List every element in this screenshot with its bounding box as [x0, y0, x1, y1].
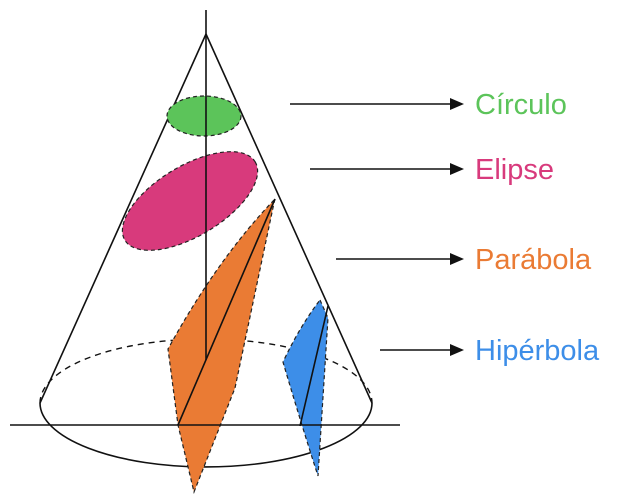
arrow-parabola [336, 253, 464, 265]
parabola-axis [177, 198, 276, 426]
arrow-hyperbola [380, 344, 464, 356]
cone-right-side [205, 33, 373, 404]
ellipse-section [121, 151, 259, 251]
cone-left-side [39, 33, 207, 404]
hyperbola-section [282, 298, 329, 477]
circle-section [166, 95, 242, 137]
hyperbola-axis [299, 305, 329, 427]
label-hyperbola: Hipérbola [475, 335, 600, 367]
label-ellipse: Elipse [475, 154, 554, 186]
cone-base-front [39, 402, 373, 468]
label-circle: Círculo [475, 89, 567, 121]
arrow-ellipse [310, 163, 464, 175]
label-parabola: Parábola [475, 244, 592, 276]
arrow-circle [290, 98, 464, 110]
parabola-section [167, 196, 277, 494]
